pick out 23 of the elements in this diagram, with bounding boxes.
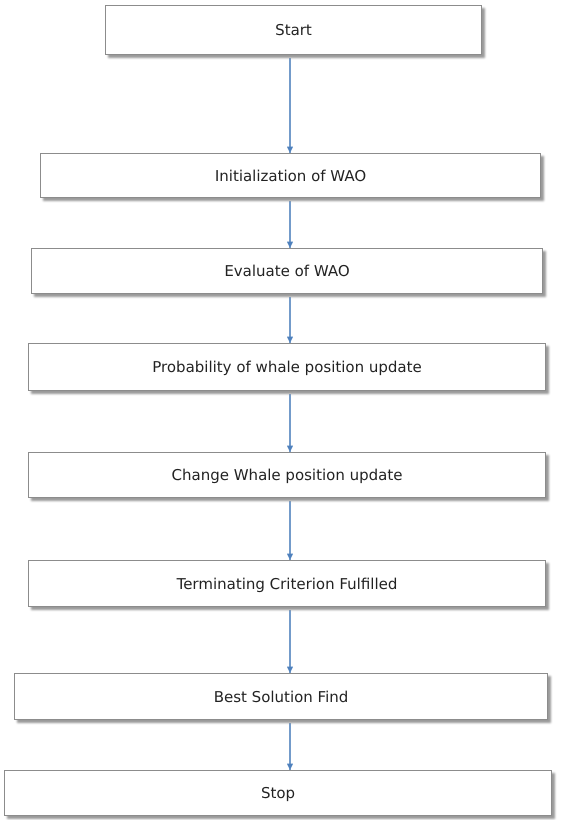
- process-box: [14, 673, 548, 720]
- box-label: Stop: [260, 784, 296, 802]
- process-box: [4, 770, 552, 816]
- arrow: [286, 610, 294, 673]
- box-label: Start: [275, 21, 312, 39]
- arrow: [286, 297, 294, 343]
- arrow: [286, 201, 294, 248]
- box-label: Initialization of WAO: [214, 166, 366, 184]
- process-box: [28, 560, 546, 607]
- box-label: Evaluate of WAO: [224, 262, 350, 280]
- box-label: Probability of whale position update: [152, 358, 422, 376]
- process-box: [31, 248, 543, 294]
- arrow: [286, 501, 294, 560]
- process-box: [105, 5, 482, 55]
- arrow: [286, 723, 294, 770]
- process-box: [28, 452, 546, 498]
- process-box: [28, 343, 546, 391]
- box-label: Best Solution Find: [214, 688, 348, 706]
- process-box: [40, 153, 541, 198]
- arrow: [286, 58, 294, 153]
- box-label: Change Whale position update: [172, 466, 402, 484]
- arrow: [286, 394, 294, 452]
- box-label: Terminating Criterion Fulfilled: [176, 574, 398, 592]
